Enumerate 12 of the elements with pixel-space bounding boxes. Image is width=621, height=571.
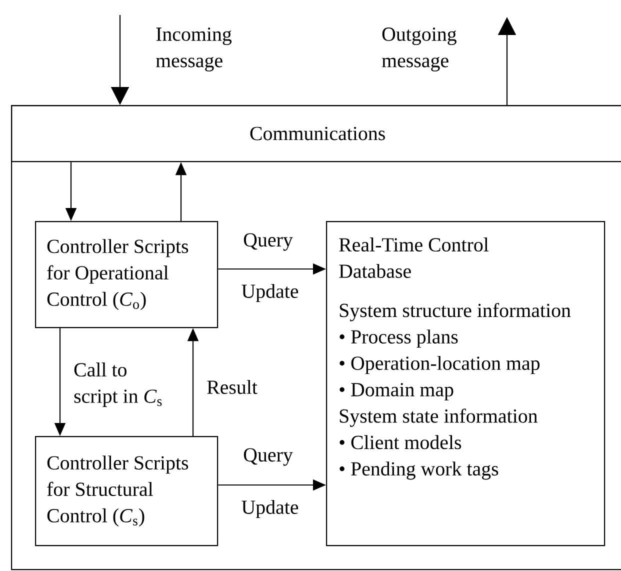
edge-label: Call to script in C$_{s}$ [74, 362, 162, 407]
script-box: Controller Scripts for Structural Control (C$_{s}$) [35, 436, 218, 546]
communications-band: Communications [11, 105, 621, 162]
text-label: Update [242, 500, 298, 518]
edge-label: Outgoing message [382, 28, 456, 72]
edge-label: Incoming message [156, 28, 232, 72]
text-label: Update [242, 284, 298, 302]
edge-label: Query [244, 448, 293, 466]
script-box: Controller Scripts for Operational Control (C$_{o}$) [35, 221, 218, 328]
database-box: Real-Time Control Database System structure information • Process plans • Operation-location map • Domain map System state information • Client models • Pending work tags [326, 221, 606, 546]
edge-label: Query [244, 233, 293, 251]
edge-label: Result [207, 380, 258, 394]
